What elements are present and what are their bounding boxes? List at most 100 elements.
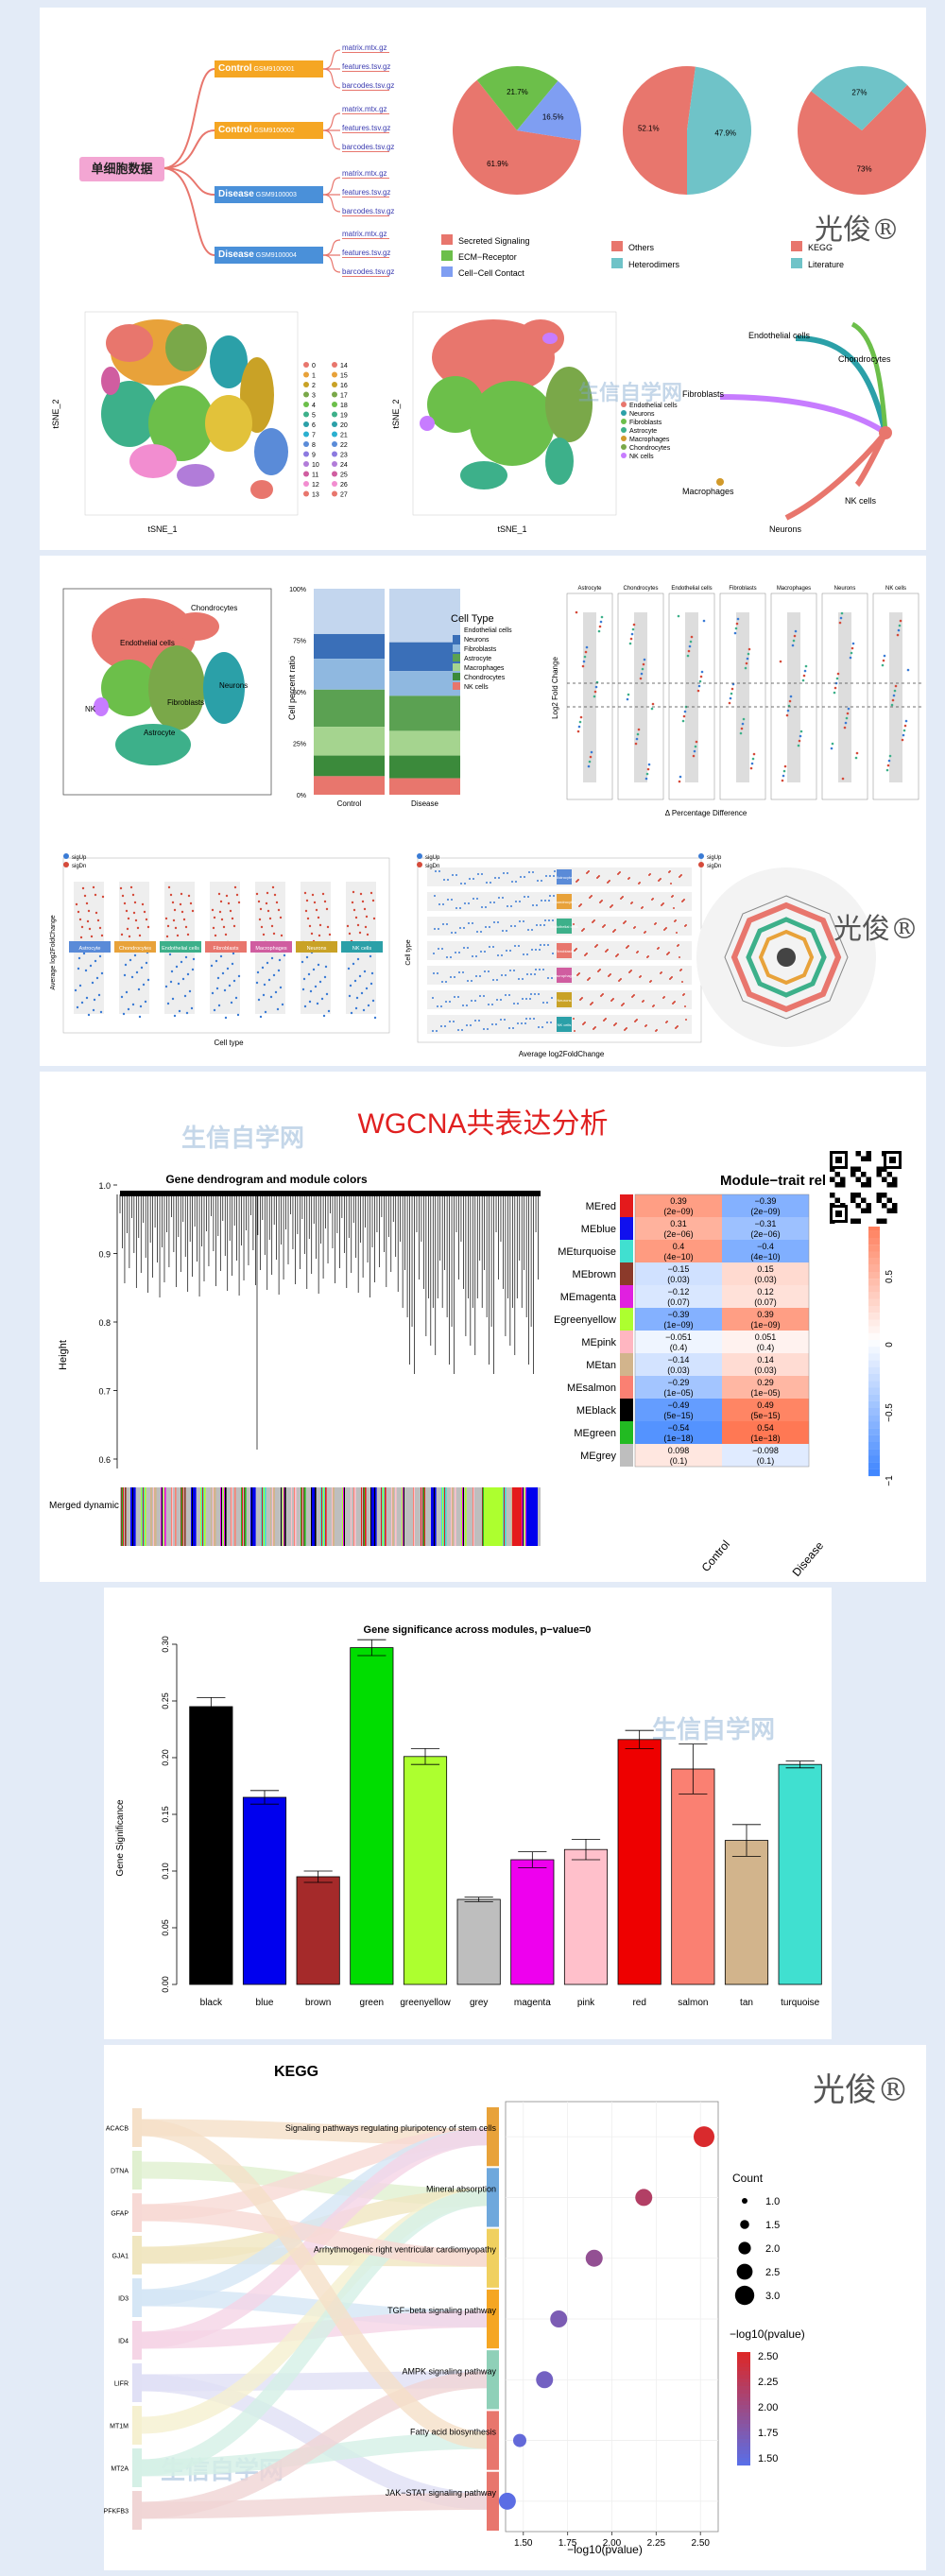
module-color-stripe [413, 1487, 415, 1546]
volcano-point [733, 631, 737, 635]
module-color-stripe [482, 1487, 484, 1546]
bar [189, 1706, 233, 1985]
volcano-point [742, 717, 746, 721]
deg-point [134, 919, 138, 922]
hdeg-point [529, 1018, 531, 1020]
hdeg-point [663, 996, 665, 998]
hdeg-point [526, 953, 528, 955]
module-color-stripe [122, 1487, 124, 1546]
heatmap-cell-corr: 0.4 [673, 1242, 685, 1251]
volcano-point [839, 616, 843, 620]
hdeg-point [528, 871, 530, 873]
hdeg-celltype-label: Macrophages [553, 973, 576, 978]
hdeg-point [584, 1022, 586, 1023]
hdeg-point [471, 1000, 472, 1002]
hdeg-point [524, 896, 525, 898]
deg-point [214, 934, 217, 937]
count-legend-label: 2.5 [765, 2267, 780, 2278]
hdeg-point [447, 899, 449, 901]
module-color-stripe [182, 1487, 184, 1546]
module-color-stripe [220, 1487, 222, 1546]
deg-point [211, 991, 215, 995]
hdeg-point [488, 1004, 490, 1005]
deg-point [273, 893, 277, 897]
deg-point [184, 925, 188, 929]
volcano-point [752, 752, 756, 756]
volcano-point [599, 620, 603, 624]
hdeg-point [627, 945, 629, 947]
hdeg-point [607, 949, 609, 951]
hdeg-point [472, 898, 474, 900]
cluster-legend-dot [303, 402, 309, 407]
volcano-point [644, 777, 648, 781]
stack-segment [389, 642, 460, 672]
deg-point [169, 893, 173, 897]
module-color-stripe [384, 1487, 386, 1546]
deg-point [372, 917, 376, 920]
deg-point [227, 902, 231, 905]
deg-point [367, 1004, 370, 1007]
module-color-stripe [273, 1487, 275, 1546]
hdeg-point [526, 973, 528, 975]
module-label: MEgreen [574, 1428, 616, 1439]
hdeg-point [434, 895, 436, 897]
hdeg-point [536, 904, 538, 906]
deg-point [321, 892, 325, 896]
hdeg-point [474, 1000, 476, 1002]
module-color-stripe [325, 1487, 327, 1546]
module-label: MEtan [586, 1360, 616, 1371]
deg-point [144, 1000, 147, 1004]
module-color-stripe [143, 1487, 145, 1546]
hdeg-point [546, 1002, 548, 1004]
hdeg-point [581, 997, 583, 999]
deg-point [232, 979, 236, 983]
deg-xlabel: Cell type [214, 1039, 244, 1047]
hdeg-point [670, 883, 672, 884]
x-tick-label: 1.75 [558, 2538, 577, 2549]
deg-point [266, 891, 269, 895]
hdeg-point [446, 956, 448, 958]
deg-point [177, 982, 180, 986]
volcano-point [695, 740, 698, 744]
module-color-stripe [432, 1487, 434, 1546]
pie-slice [476, 66, 558, 130]
file-name: features.tsv.gz [342, 249, 391, 258]
hdeg-point [464, 902, 466, 904]
volcano-point [798, 739, 801, 743]
module-color-stripe [250, 1487, 252, 1546]
module-color-stripe [225, 1487, 227, 1546]
heatmap-cell-pval: (5e−15) [750, 1411, 780, 1420]
volcano-point [891, 698, 895, 702]
hdeg-point [551, 997, 553, 999]
module-color-stripe [224, 1487, 226, 1546]
hdeg-point [475, 955, 477, 957]
hdeg-point [466, 1005, 468, 1006]
hdeg-point [506, 930, 507, 932]
pval-legend-label: 2.25 [758, 2377, 778, 2388]
deg-point [121, 894, 125, 898]
hdeg-point [498, 897, 500, 899]
module-color-stripe [334, 1487, 335, 1546]
hdeg-point [583, 928, 585, 930]
heatmap-cell-corr: −0.098 [752, 1446, 779, 1455]
deg-point [213, 916, 216, 919]
module-color-stripe [433, 1487, 435, 1546]
hdeg-point [626, 1027, 627, 1029]
deg-point [259, 907, 263, 911]
hdeg-point [678, 944, 679, 946]
module-swatch [620, 1376, 633, 1399]
hdeg-point [447, 879, 449, 881]
deg-point [326, 925, 330, 929]
hdeg-point [472, 922, 473, 924]
pie-slice-label: 21.7% [507, 88, 528, 96]
celltype-legend: Endothelial cellsNeuronsFibroblastsAstro… [621, 402, 678, 460]
module-label: MEpink [581, 1337, 616, 1348]
legend-literature: Literature [808, 260, 844, 269]
deg-point [351, 901, 354, 904]
deg-point [182, 918, 186, 921]
hdeg-point [683, 899, 685, 901]
module-color-stripe [464, 1487, 466, 1546]
sample-box: Control GSM9100001 [215, 60, 323, 77]
hdeg-point [573, 1018, 575, 1020]
